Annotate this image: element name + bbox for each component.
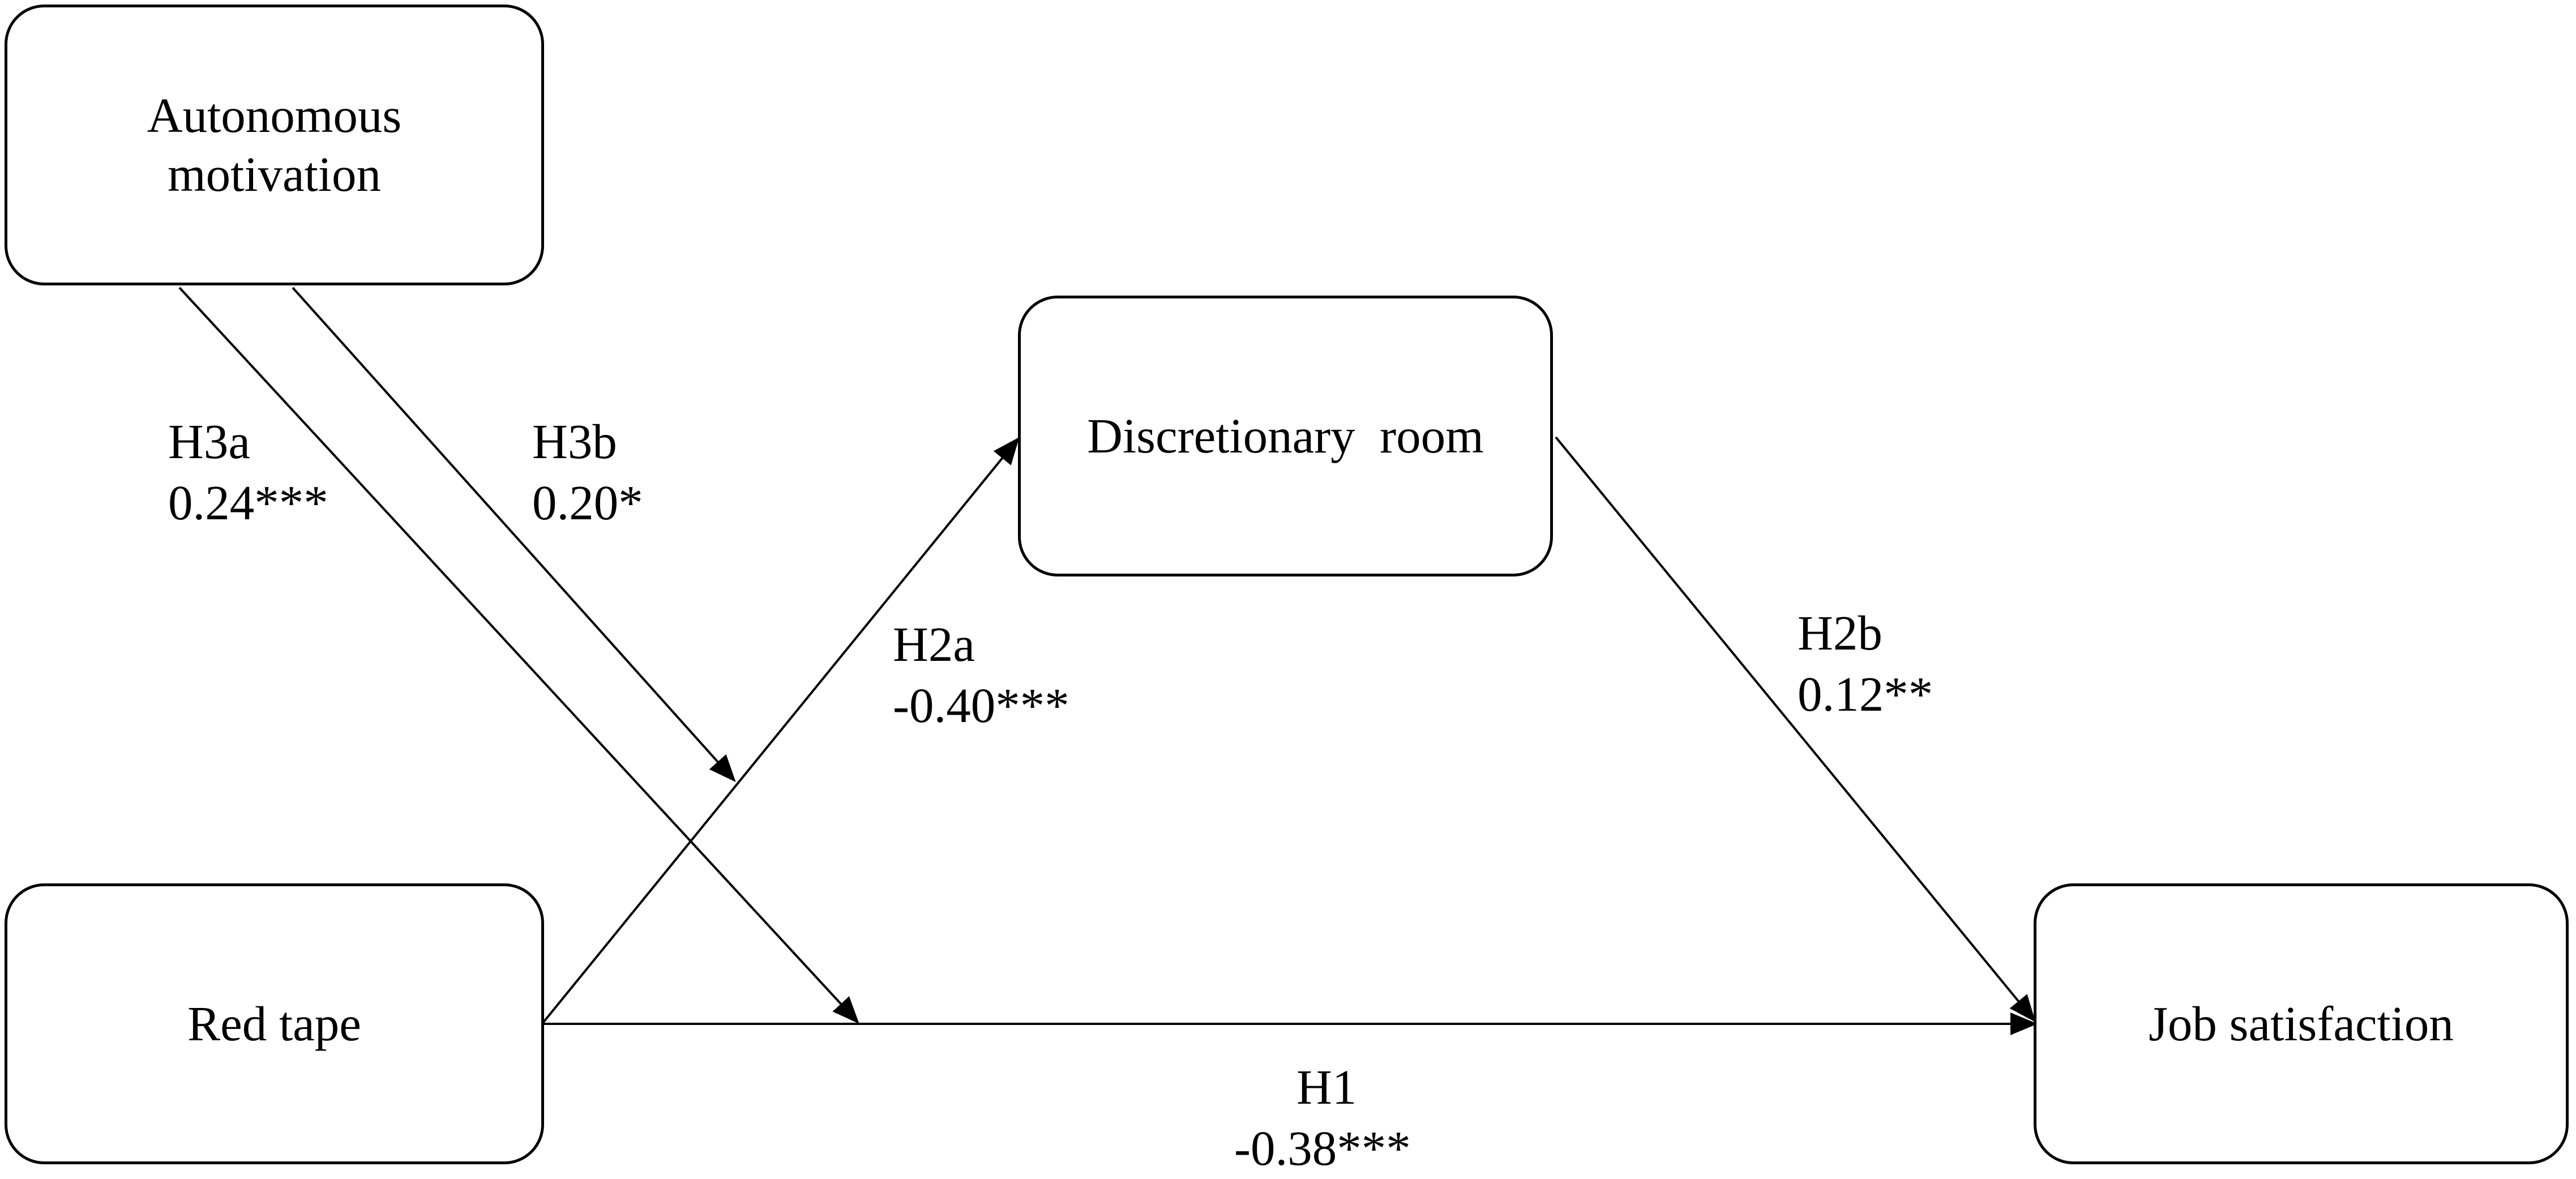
red-tape-label: Red tape	[187, 996, 361, 1051]
h3b-name: H3b	[532, 414, 617, 469]
h2b-name: H2b	[1798, 605, 1882, 660]
h3a-coefficient: 0.24***	[168, 475, 328, 530]
job-satisfaction-label: Job satisfaction	[2149, 996, 2454, 1051]
autonomous-motivation-box: Autonomous motivation	[5, 5, 544, 285]
red-tape-box: Red tape	[5, 883, 544, 1164]
h2a-label: H2a -0.40***	[893, 614, 1069, 736]
h1-label: H1 -0.38***	[1234, 1057, 1411, 1179]
autonomous-motivation-line-2: motivation	[168, 147, 381, 202]
discretionary-room-label: Discretionary room	[1087, 408, 1484, 463]
h2b-arrow	[1555, 436, 2036, 1023]
h3a-label: H3a 0.24***	[168, 411, 328, 533]
h3b-label: H3b 0.20*	[532, 411, 643, 533]
h2b-label: H2b 0.12**	[1798, 603, 1933, 725]
job-satisfaction-box: Job satisfaction	[2034, 883, 2569, 1164]
h2b-coefficient: 0.12**	[1798, 667, 1933, 721]
autonomous-motivation-label: Autonomous motivation	[147, 86, 402, 204]
h3b-arrow	[292, 287, 736, 782]
h2a-coefficient: -0.40***	[893, 678, 1069, 733]
h2a-name: H2a	[893, 617, 975, 672]
discretionary-room-box: Discretionary room	[1018, 296, 1553, 576]
h1-name: H1	[1296, 1060, 1357, 1114]
autonomous-motivation-line-1: Autonomous	[147, 87, 402, 143]
h3a-arrow	[178, 287, 859, 1024]
h1-coefficient: -0.38***	[1234, 1121, 1411, 1176]
h3a-name: H3a	[168, 414, 250, 469]
h3b-coefficient: 0.20*	[532, 475, 643, 530]
h2a-arrow	[542, 437, 1020, 1023]
